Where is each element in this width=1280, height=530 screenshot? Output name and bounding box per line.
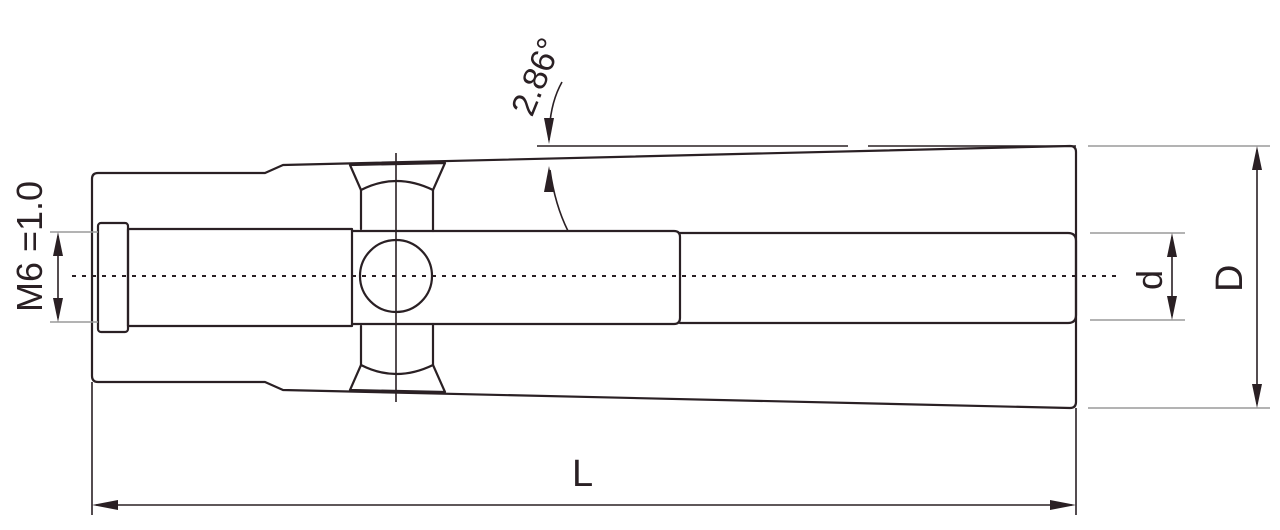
angle-arrow-bottom [544,166,554,192]
angle-arrow-top [544,118,554,144]
angle-label: 2.86° [504,33,569,121]
d-arrow-bottom [1167,296,1177,320]
threaded-bore [96,221,354,334]
d-arrow-top [1167,233,1177,257]
angle-dimension: 2.86° [504,33,1076,232]
thread-counterbore [96,221,130,334]
body-outline [90,144,1078,410]
D-arrow-bottom [1252,384,1262,408]
cross-hole-bottom [348,363,447,394]
length-dimension: L [91,382,1077,515]
cross-hole [348,153,447,402]
main-bore-rear [678,231,1078,325]
D-arrow-top [1252,146,1262,170]
thread-bore [126,227,354,328]
thread-arrow-bottom [53,298,63,322]
outer-diameter-dimension: D [1088,145,1270,409]
thread-dimension: M6 =1.0 [9,181,98,323]
main-bore-front [350,229,682,326]
angle-arc [549,169,569,232]
L-arrow-left [92,500,118,510]
main-bore [350,229,1078,326]
holder-body [90,144,1078,410]
d-label: d [1129,270,1170,290]
L-arrow-right [1050,500,1076,510]
thread-label: M6 =1.0 [9,181,50,312]
L-label: L [572,453,593,495]
thread-arrow-top [53,232,63,256]
bore-diameter-dimension: d [1090,232,1185,321]
D-label: D [1209,265,1251,292]
cross-hole-top [348,161,447,192]
